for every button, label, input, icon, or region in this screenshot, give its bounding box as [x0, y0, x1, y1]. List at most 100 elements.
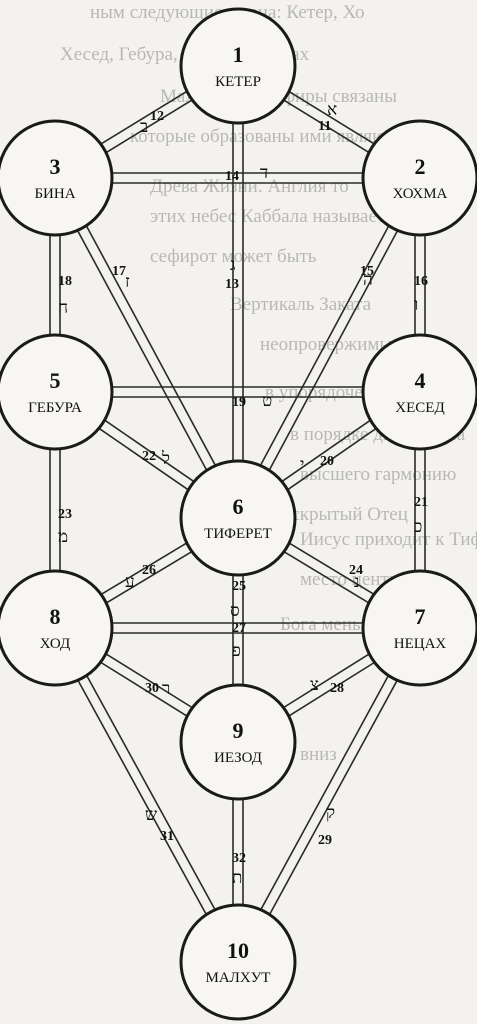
background-text-line: высшего гармонию [300, 464, 456, 485]
sefira-name: БИНА [34, 186, 75, 202]
path-17-line [85, 225, 217, 466]
background-text-line: которые образованы ими являются [130, 126, 412, 147]
path-number-label: 26 [142, 563, 156, 578]
background-text-line: этих небес Каббала называет [150, 206, 386, 227]
sefira-circle [361, 569, 477, 687]
sefira-name: ХОД [40, 636, 70, 652]
path-12-line [105, 99, 193, 154]
background-text-line: как скрытый Отец [260, 504, 408, 525]
sefira-circle [179, 903, 297, 1021]
path-12-line [100, 90, 188, 145]
background-text-line: Вертикаль Заката [230, 294, 372, 315]
hebrew-letter-label: י [300, 455, 304, 475]
path-17-line [76, 230, 208, 471]
hebrew-letter-label: מ [58, 527, 68, 547]
path-number-label: 29 [318, 833, 332, 848]
sefira-name: ИЕЗОД [214, 750, 262, 766]
path-24-line [288, 542, 375, 595]
sefira-circle [0, 569, 114, 687]
path-30-line [105, 653, 193, 709]
background-text-line: Иисус приходит к Тиферет [300, 529, 477, 550]
path-number-label: 27 [232, 621, 246, 636]
path-15-line [259, 225, 390, 466]
sefira-number: 1 [233, 42, 244, 67]
path-20-line [281, 419, 371, 483]
path-24-line [283, 551, 370, 604]
path-20-line [287, 427, 377, 491]
path-29-line [260, 675, 390, 910]
sefira-name: ХЕСЕД [395, 400, 444, 416]
path-number-label: 17 [112, 264, 126, 279]
sefira-circle [179, 459, 297, 577]
sefira-circle [361, 333, 477, 451]
path-11-line [288, 90, 375, 145]
path-26-line [106, 550, 193, 604]
path-number-label: 22 [142, 449, 156, 464]
sefira-name: КЕТЕР [215, 74, 261, 90]
path-number-label: 21 [414, 495, 428, 510]
path-15-line [268, 230, 399, 471]
hebrew-letter-label: ד [260, 163, 268, 183]
hebrew-letter-label: ח [58, 298, 68, 318]
sefira-name: НЕЦАХ [394, 636, 447, 652]
path-31-line [77, 680, 207, 915]
path-number-label: 20 [320, 454, 334, 469]
path-number-label: 24 [349, 563, 363, 578]
path-30-line [100, 661, 188, 717]
sefira-number: 4 [415, 368, 426, 393]
path-26-line [100, 542, 187, 596]
background-text-line: Древа Жизни. Англия то [150, 176, 349, 197]
sefira-number: 2 [415, 154, 426, 179]
path-number-label: 12 [150, 109, 164, 124]
hebrew-letter-label: ל [161, 449, 170, 469]
hebrew-letter-label: ת [232, 868, 242, 888]
hebrew-letter-label: צ [310, 675, 319, 695]
paths-group [49, 90, 426, 915]
hebrew-letter-label: פ [232, 641, 241, 661]
path-number-label: 14 [225, 169, 239, 184]
sefira-number: 8 [50, 604, 61, 629]
sefira-number: 7 [415, 604, 426, 629]
hebrew-letter-label: ק [326, 803, 335, 823]
sefirot-group: 1КЕТЕР2ХОХМА3БИНА4ХЕСЕД5ГЕБУРА6ТИФЕРЕТ7Н… [0, 7, 477, 1021]
sefira-circle [0, 333, 114, 451]
sefira-number: 3 [50, 154, 61, 179]
hebrew-letter-label: נ [354, 572, 360, 592]
sefira-number: 5 [50, 368, 61, 393]
path-29-line [268, 680, 398, 915]
sefira-name: ТИФЕРЕТ [204, 526, 272, 542]
path-22-line [98, 427, 189, 491]
path-31-line [86, 675, 216, 910]
sefira-circle [361, 119, 477, 237]
path-11-line [283, 99, 370, 154]
background-text-line: вниз [300, 744, 337, 765]
hebrew-letter-label: ז [125, 272, 130, 292]
sefira-circle [179, 7, 297, 125]
hebrew-letter-label: א [327, 100, 337, 120]
sefira-number: 9 [233, 718, 244, 743]
sefira-circle [0, 119, 114, 237]
hebrew-letter-label: ר [162, 679, 170, 699]
path-number-label: 31 [160, 829, 174, 844]
path-number-label: 15 [360, 264, 374, 279]
path-number-label: 19 [232, 395, 246, 410]
hebrew-letter-label: ס [230, 601, 240, 621]
sefira-number: 6 [233, 494, 244, 519]
hebrew-letter-label: ש [145, 805, 157, 825]
path-number-label: 13 [225, 277, 239, 292]
path-number-label: 30 [145, 681, 159, 696]
sefira-name: МАЛХУТ [206, 970, 271, 986]
hebrew-letter-label: ב [140, 117, 148, 137]
hebrew-letter-label: ו [414, 295, 418, 315]
